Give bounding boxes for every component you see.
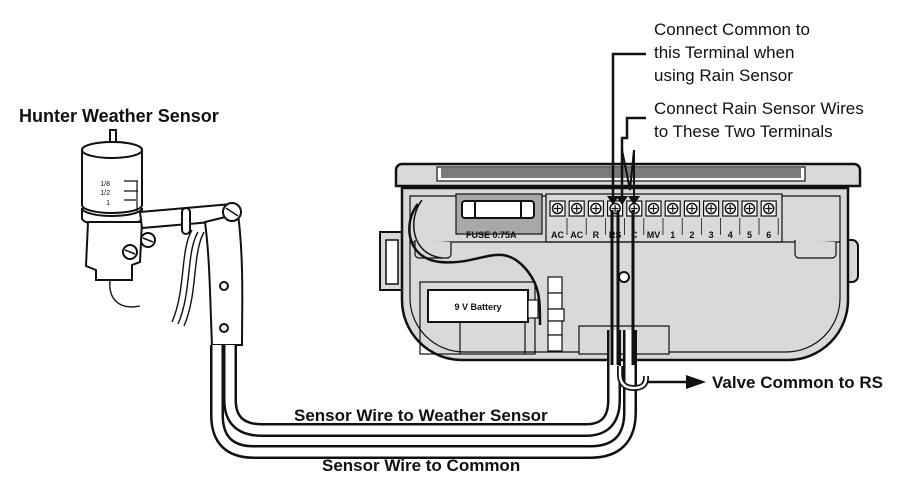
callout-common-leader [611, 52, 646, 200]
terminal-4[interactable]: 4 [722, 200, 741, 240]
arrowheads [607, 196, 706, 389]
sensor-title: Hunter Weather Sensor [19, 106, 219, 126]
post-hole-2 [219, 323, 229, 333]
arrowhead-rs [607, 196, 619, 205]
controller-inner-rim [409, 195, 841, 353]
screw-slot [669, 205, 677, 212]
wire-weather-label: Sensor Wire to Weather Sensor [294, 406, 548, 425]
sensor-base [84, 221, 144, 281]
mount-hole [618, 271, 630, 283]
terminal-label: 4 [728, 230, 733, 240]
arrowhead-c [628, 196, 640, 205]
terminal-r[interactable]: R [587, 200, 606, 240]
sensor-screw-slot [124, 249, 136, 255]
callout-common-text: Connect Common to this Terminal when usi… [654, 20, 810, 85]
callout-common-line: Connect Common to [654, 20, 810, 39]
callout-rs-line: to These Two Terminals [654, 122, 833, 141]
weather-sensor [81, 129, 244, 346]
terminal-label: C [631, 230, 638, 240]
callout-rs-text: Connect Rain Sensor Wires to These Two T… [654, 99, 864, 141]
terminal-label: MV [647, 230, 661, 240]
terminal-label: AC [570, 230, 583, 240]
base-wire [109, 279, 141, 308]
callout-lines [611, 52, 688, 384]
sensor-cables [210, 330, 649, 459]
callout-common-line: this Terminal when [654, 43, 794, 62]
left-clip [414, 240, 452, 259]
screw-slot [688, 205, 696, 212]
rs-c-wires [610, 210, 635, 365]
terminal-3[interactable]: 3 [702, 200, 721, 240]
screw-slot [592, 205, 600, 212]
right-mount-tab [847, 239, 859, 283]
dial-prongs [124, 180, 138, 211]
screw-slot [726, 205, 734, 212]
post-hole-1 [219, 281, 229, 291]
terminal-1[interactable]: 1 [664, 200, 683, 240]
valve-common-arrowhead [686, 375, 706, 389]
cable-to-common [212, 330, 635, 457]
callout-rs-zigzag [621, 149, 635, 200]
terminal-5[interactable]: 5 [741, 200, 760, 240]
sensor-screw-2-slot [142, 237, 154, 243]
terminal-label: AC [551, 230, 564, 240]
terminal-label: RS [609, 230, 622, 240]
dial-label: 1 [106, 200, 110, 207]
terminal-mv[interactable]: MV [645, 200, 664, 240]
battery-clip [527, 299, 539, 319]
terminal-label: 6 [766, 230, 771, 240]
fuse [461, 200, 535, 219]
fuse-label: FUSE 0.75A [466, 230, 517, 240]
battery-wire [408, 203, 542, 326]
terminal-ac[interactable]: AC [568, 200, 587, 240]
arrowhead-rs-2 [616, 196, 628, 205]
terminal-label: 3 [709, 230, 714, 240]
right-clip [794, 240, 837, 259]
dial-label: 1/8 [100, 181, 110, 188]
screw-slot [554, 205, 561, 212]
battery-wire-shadow [413, 199, 443, 259]
sensor-dial-labels: 1/8 1/2 1 [100, 181, 110, 207]
mounting-post [203, 212, 244, 346]
valve-common-loop-fill [618, 366, 648, 390]
sensor-wires [171, 229, 205, 327]
callout-rs-leader [620, 116, 646, 200]
post-screw-slot [225, 207, 239, 217]
terminal-2[interactable]: 2 [683, 200, 702, 240]
terminal-ac[interactable]: AC [549, 200, 568, 240]
dial-label: 1/2 [100, 190, 110, 197]
arm-clamp [181, 207, 191, 235]
screw-slot [611, 205, 619, 212]
screw-slot [707, 205, 715, 212]
terminal-label: 1 [670, 230, 675, 240]
screw-slot [650, 205, 657, 212]
connector-block [547, 276, 565, 352]
battery-label: 9 V Battery [454, 302, 501, 312]
terminal-label: 2 [689, 230, 694, 240]
terminal-6[interactable]: 6 [760, 200, 779, 240]
terminal-strip: AC AC R RS C MV 1 2 3 4 5 6 [549, 200, 779, 240]
valve-common-label: Valve Common to RS [712, 373, 883, 392]
sensor-cap [81, 141, 143, 159]
callout-rs-line: Connect Rain Sensor Wires [654, 99, 864, 118]
left-tab-slot [385, 239, 399, 285]
wire-common-label: Sensor Wire to Common [322, 456, 520, 475]
cable-to-weather [225, 330, 619, 435]
terminal-label: R [593, 230, 600, 240]
screw-slot [573, 205, 581, 212]
screw-slot [746, 205, 753, 212]
callout-common-line: using Rain Sensor [654, 66, 793, 85]
screw-slot [765, 205, 773, 212]
terminal-label: 5 [747, 230, 752, 240]
